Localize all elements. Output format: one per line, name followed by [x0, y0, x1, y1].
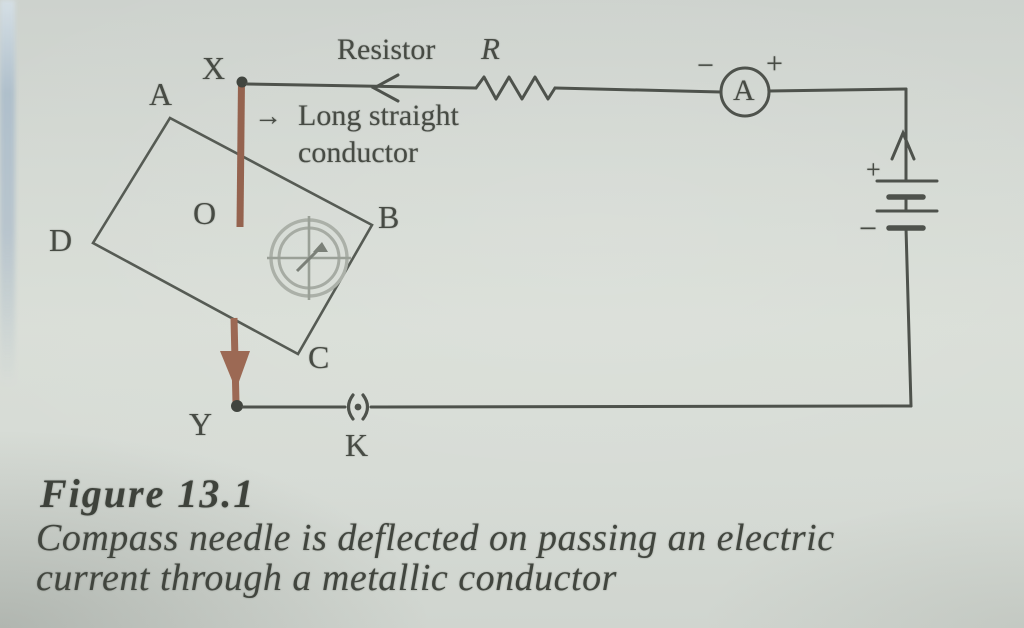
conductor-label-line1: Long straight — [298, 99, 459, 132]
ammeter-plus-label: + — [766, 47, 783, 80]
figure-caption-line2: current through a metallic conductor — [36, 557, 617, 599]
current-arrow-left — [370, 73, 400, 103]
point-label-c: C — [308, 339, 330, 375]
resistor-zigzag — [474, 75, 557, 101]
wire-top-right — [767, 87, 908, 93]
point-label-k: K — [345, 427, 369, 463]
battery-minus-label: − — [859, 210, 878, 246]
terminal-y-dot — [231, 400, 243, 412]
resistor-symbol-label: R — [481, 31, 500, 66]
ammeter-minus-label: − — [697, 49, 714, 82]
current-arrow-down — [220, 351, 250, 390]
terminal-x-dot — [236, 76, 248, 88]
conductor-upper-segment — [236, 79, 245, 228]
resistor-label: Resistor — [337, 33, 436, 66]
wire-top-mid — [553, 86, 723, 94]
point-label-d: D — [49, 222, 73, 258]
point-label-x: X — [202, 50, 226, 86]
long-straight-conductor — [220, 79, 250, 404]
compass-needle — [295, 247, 321, 273]
key-plug — [346, 393, 370, 421]
point-label-b: B — [378, 199, 400, 235]
figure-caption-line1: Compass needle is deflected on passing a… — [36, 517, 835, 559]
figure-caption-title: Figure 13.1 — [40, 471, 256, 516]
battery-plus-label: + — [866, 155, 881, 184]
key-right-bracket — [361, 393, 370, 421]
conductor-label-line2: conductor — [298, 136, 418, 169]
compass — [267, 216, 351, 300]
ammeter-letter: A — [733, 74, 755, 107]
circuit-wires — [241, 66, 916, 409]
wire-bottom-right — [369, 404, 913, 409]
key-dot — [354, 403, 362, 411]
point-label-a: A — [149, 76, 173, 112]
wire-right-lower — [904, 226, 913, 408]
compass-card-outline — [91, 116, 374, 356]
key-left-bracket — [346, 393, 355, 421]
pointer-arrow-icon: → — [254, 101, 282, 132]
wire-top-left — [245, 82, 478, 90]
point-label-y: Y — [189, 406, 213, 442]
battery — [875, 179, 939, 231]
page-edge-shadow — [0, 0, 15, 420]
compass-needle-tip — [313, 242, 328, 252]
point-label-o: O — [193, 195, 217, 231]
current-arrow-up — [890, 129, 916, 161]
